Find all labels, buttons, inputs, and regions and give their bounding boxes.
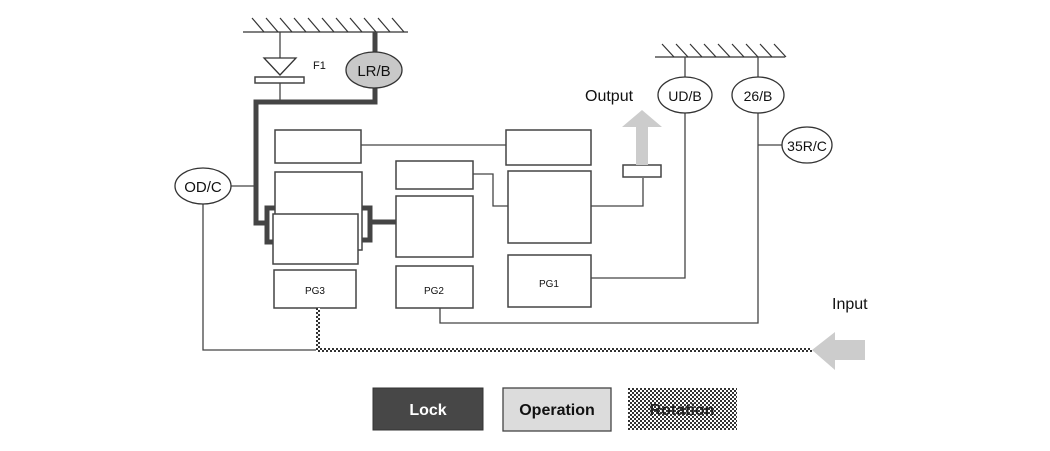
- output-arrow: [622, 110, 662, 165]
- r35c-label: 35R/C: [787, 138, 827, 154]
- pg1-label: PG1: [539, 279, 559, 290]
- output-label: Output: [585, 88, 634, 105]
- ground-hatch: [335, 17, 349, 33]
- ground-hatch: [759, 43, 773, 58]
- output-shaft: [622, 164, 662, 178]
- ground-hatch: [279, 17, 293, 33]
- input-label: Input: [832, 296, 868, 313]
- pg2-label: PG2: [424, 286, 444, 297]
- ground-hatch: [675, 43, 689, 58]
- legend-operation-label: Operation: [519, 402, 595, 419]
- b26-label: 26/B: [744, 88, 773, 104]
- legend-lock-swatch: [372, 387, 484, 431]
- component-box: [395, 160, 474, 190]
- lrb-brake: [345, 51, 403, 89]
- component-box: [272, 213, 359, 265]
- ground-hatch: [307, 17, 321, 33]
- ground-hatch: [363, 17, 377, 33]
- component-box: [505, 129, 592, 166]
- ground-hatch: [321, 17, 335, 33]
- b26-brake: [731, 76, 785, 114]
- rotation-path: [318, 348, 812, 352]
- ground-hatch: [731, 43, 745, 58]
- legend-lock-label: Lock: [409, 402, 446, 419]
- f1-label: F1: [313, 60, 326, 72]
- odc-clutch: [174, 167, 232, 205]
- pg2-box: [395, 265, 474, 309]
- ground-right: [655, 43, 787, 58]
- ground-hatch: [265, 17, 279, 33]
- ground-left: [243, 17, 408, 33]
- legend-rotation-label: Rotation: [650, 402, 715, 419]
- rotation-path: [316, 308, 320, 352]
- component-box: [395, 195, 474, 258]
- ground-hatch: [293, 17, 307, 33]
- ground-hatch: [349, 17, 363, 33]
- legend-operation-swatch: [502, 387, 612, 432]
- ground-hatch: [689, 43, 703, 58]
- input-arrow: [812, 332, 865, 370]
- ground-hatch: [703, 43, 717, 58]
- lrb-label: LR/B: [357, 63, 390, 80]
- legend-rotation-swatch: [628, 388, 737, 430]
- ground-hatch: [377, 17, 391, 33]
- lock-path: [253, 32, 397, 245]
- ground-hatch: [391, 17, 405, 33]
- ground-hatch: [251, 17, 265, 33]
- ground-hatch: [717, 43, 731, 58]
- component-box: [507, 170, 592, 244]
- pg1-box: [507, 254, 592, 308]
- ground-hatch: [773, 43, 787, 58]
- udb-label: UD/B: [668, 88, 701, 104]
- pg3-box: [273, 269, 357, 309]
- ground-hatch: [661, 43, 675, 58]
- f1-one-way-clutch: F1: [254, 32, 326, 102]
- legend: Lock Operation Rotation: [372, 387, 737, 432]
- r35c-clutch: [781, 126, 833, 164]
- odc-label: OD/C: [184, 179, 222, 196]
- component-box: [274, 129, 362, 164]
- udb-brake: [657, 76, 713, 114]
- pg3-label: PG3: [305, 286, 325, 297]
- ground-hatch: [745, 43, 759, 58]
